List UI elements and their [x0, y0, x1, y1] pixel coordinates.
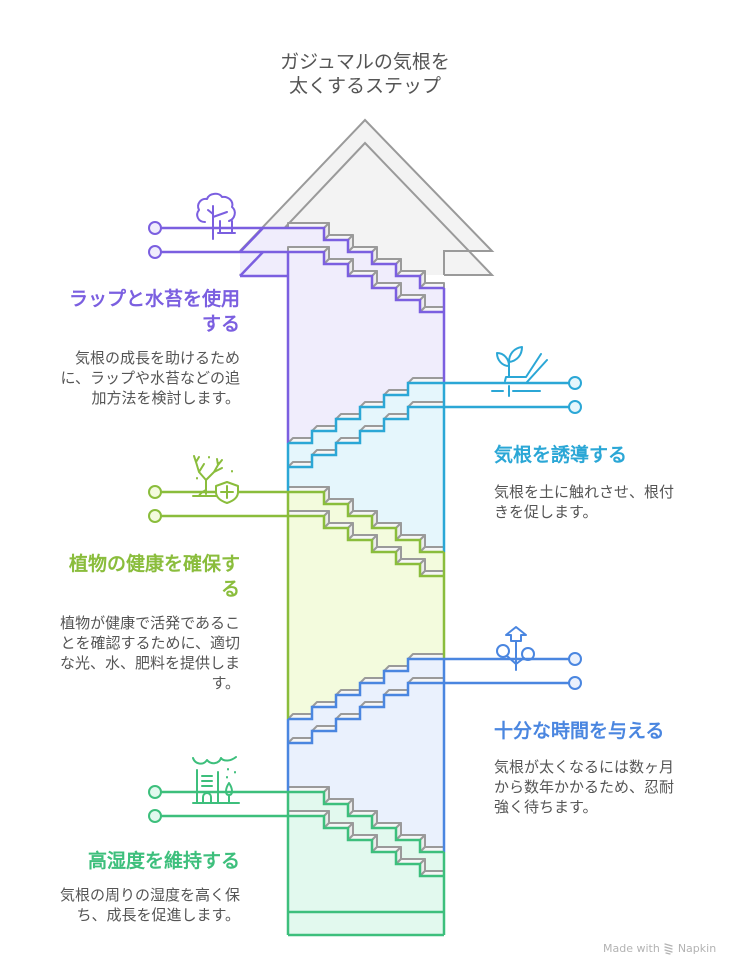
- connector-end-circle: [568, 376, 582, 390]
- band-edge-line: [239, 251, 264, 277]
- made-with-napkin-badge[interactable]: Made with Napkin: [603, 940, 716, 956]
- connector-end-circle: [148, 809, 162, 823]
- napkin-logo-icon: [664, 942, 673, 955]
- step-description: 気根を土に触れさせ、根付きを促します。: [494, 483, 675, 521]
- step-heading: 気根を誘導する: [494, 444, 628, 466]
- connector-end-circle: [148, 509, 162, 523]
- stair-connector-line: [155, 250, 444, 314]
- tree-shield-icon: [192, 455, 239, 504]
- seedling-hand-icon: [491, 346, 548, 397]
- step-description: 気根の周りの湿度を高く保ち、成長を促進します。: [59, 886, 240, 924]
- diagram-layer: [148, 118, 582, 937]
- tree-bench-icon: [196, 192, 236, 240]
- connector-end-circle: [148, 245, 162, 259]
- stair-connector-line: [155, 226, 444, 290]
- stair-connector-line: [155, 490, 444, 554]
- connector-end-circle: [568, 400, 582, 414]
- diagram-title: ガジュマルの気根を太くするステップ: [280, 51, 450, 97]
- stair-connector-line: [288, 681, 575, 745]
- stair-connector-line: [155, 790, 444, 854]
- step-description: 気根が太くなるには数ヶ月から数年かかるため、忍耐強く待ちます。: [494, 758, 675, 816]
- step-band-fill: [288, 492, 444, 719]
- stair-connector-line: [288, 381, 575, 445]
- arrowhead-outer-outline: [239, 118, 495, 275]
- stair-connector-line: [155, 514, 444, 578]
- stair-connector-line: [288, 657, 575, 721]
- step-description: 植物が健康で活発であることを確認するために、適切な光、水、肥料を提供します。: [59, 614, 240, 692]
- band-edge-line: [239, 227, 264, 253]
- icons-layer: [192, 192, 548, 804]
- step-heading: ラップと水苔を使用する: [68, 288, 240, 335]
- connector-end-circle: [148, 485, 162, 499]
- step-heading: 十分な時間を与える: [494, 720, 665, 742]
- napkin-brand-label: Napkin: [677, 941, 717, 955]
- stair-connector-line: [288, 405, 575, 469]
- connector-end-circle: [148, 785, 162, 799]
- growth-arrow-icon: [496, 626, 535, 671]
- arrowhead-inner-outline: [239, 141, 495, 276]
- step-heading: 植物の健康を確保する: [68, 553, 240, 600]
- connector-end-circle: [568, 676, 582, 690]
- humid-building-icon: [192, 756, 240, 804]
- connector-end-circle: [148, 221, 162, 235]
- connector-end-circle: [568, 652, 582, 666]
- step-band-fill: [288, 383, 444, 552]
- step-description: 気根の成長を助けるために、ラップや水苔などの追加方法を検討します。: [60, 349, 240, 407]
- made-with-label: Made with: [603, 941, 660, 955]
- step-heading: 高湿度を維持する: [87, 850, 240, 872]
- stair-connector-line: [155, 814, 444, 878]
